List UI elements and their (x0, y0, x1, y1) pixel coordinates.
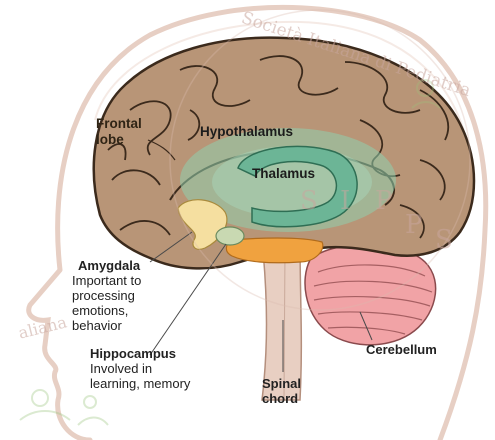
label-cerebellum: Cerebellum (366, 342, 437, 357)
cerebellum (305, 245, 436, 345)
watermark-letter-i: I (340, 186, 350, 216)
label-spinal-cord: Spinal chord (262, 376, 301, 406)
watermark-letter-s1: S (300, 186, 318, 216)
label-thalamus: Thalamus (252, 166, 315, 181)
watermark-letter-p1: P (375, 186, 393, 216)
watermark-figure-icon (20, 390, 108, 425)
watermark-letter-s2: S (435, 225, 453, 255)
label-hippocampus-description: Involved in learning, memory (90, 361, 190, 391)
label-hippocampus: Hippocampus (90, 346, 176, 361)
label-amygdala-description: Important to processing emotions, behavi… (72, 273, 141, 333)
hippocampus-head (216, 227, 244, 245)
watermark-letter-p2: P (405, 210, 423, 240)
label-hypothalamus: Hypothalamus (200, 124, 293, 139)
label-frontal-lobe: Frontal lobe (96, 116, 142, 148)
label-amygdala: Amygdala (78, 258, 140, 273)
